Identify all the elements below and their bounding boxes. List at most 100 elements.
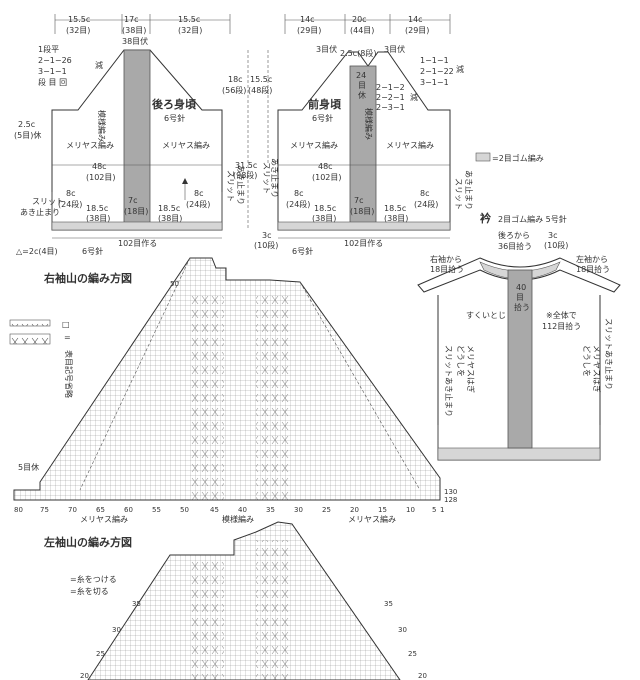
front-width: 48c <box>318 162 333 171</box>
left-sleeve-cut: =糸を切る <box>70 586 109 596</box>
back-slit-right2: あき止まり <box>236 165 246 205</box>
front-measure-1b: (29目) <box>297 26 321 35</box>
left-sleeve-row-r35: 35 <box>384 600 393 608</box>
front-neck-3: 2−3−1 <box>376 103 405 112</box>
back-left-8c: 8c <box>66 189 76 198</box>
back-needle: 6号針 <box>164 113 185 123</box>
right-sleeve-col-65: 65 <box>96 506 105 514</box>
right-sleeve-title: 右袖山の編み方図 <box>43 271 132 285</box>
mid-h18b: (56段) <box>222 85 246 95</box>
back-slit-left2: あき止まり <box>20 207 60 217</box>
front-meriyasu-left: メリヤス編み <box>290 140 338 150</box>
right-sleeve-meriyasu-right: メリヤス編み <box>348 514 396 524</box>
right-sleeve-col-40: 40 <box>238 506 247 514</box>
front-b185b: 18.5c <box>384 204 406 213</box>
back-slit-left: スリット <box>32 197 64 206</box>
collar-back-from: 後ろから <box>498 230 530 240</box>
left-sleeve-row-l20: 20 <box>80 672 89 680</box>
mid-h315: 31.5c <box>235 161 257 170</box>
mid-h18: 18c <box>228 75 243 84</box>
right-sleeve-chart: 右袖山の編み方図 5目休 50 130 128 80 75 70 65 60 5… <box>13 257 457 524</box>
left-sleeve-row-l25: 25 <box>96 650 105 658</box>
back-pattern-strip <box>123 49 151 225</box>
right-sleeve-col-20: 20 <box>350 506 359 514</box>
collar-right-sleeve: 右袖から <box>430 254 462 264</box>
front-b7c: 7c <box>354 196 364 205</box>
front-neck-1: 2−1−2 <box>376 83 405 92</box>
front-right-24: (24段) <box>414 199 438 209</box>
rib-legend-label: =2目ゴム編み <box>492 153 544 163</box>
symbol-blank: □ <box>62 320 70 329</box>
front-measure-2: 20c <box>352 15 367 24</box>
front-stop3a: 3目伏 <box>316 44 337 54</box>
front-b38b: (38目) <box>384 214 408 223</box>
right-sleeve-col-35: 35 <box>266 506 275 514</box>
right-sleeve-col-70: 70 <box>68 506 77 514</box>
left-sleeve-chart: 左袖山の編み方図 =糸をつける =糸を切る 35 30 25 20 35 30 … <box>43 521 427 680</box>
collar-front40c: 拾う <box>514 302 530 312</box>
right-sleeve-col-75: 75 <box>40 506 49 514</box>
mid-h155b: (48段) <box>248 85 272 95</box>
collar-total: ※全体で <box>546 310 577 320</box>
collar-total2: 112目拾う <box>542 321 581 331</box>
collar-depth2: (10段) <box>544 240 568 250</box>
front-sleeve-2: 2−1−22 <box>420 67 454 76</box>
back-title: 後ろ身頃 <box>152 97 197 111</box>
back-measure-2: 17c <box>124 15 139 24</box>
right-sleeve-col-80: 80 <box>14 506 23 514</box>
back-dec-2: 2−1−26 <box>38 56 72 65</box>
front-width2: (102目) <box>312 173 342 182</box>
front-measure-3: 14c <box>408 15 423 24</box>
back-measure-1: 15.5c <box>68 15 90 24</box>
back-cast-on: 102目作る <box>118 238 157 248</box>
back-slit-right: スリット <box>226 170 235 202</box>
back-measure-1b: (32目) <box>66 26 90 35</box>
collar-left-sleeve2: 18目拾う <box>576 264 610 274</box>
collar-douse-r: どうしを <box>582 345 591 377</box>
front-slit-right: スリット <box>454 178 463 210</box>
front-rib <box>277 221 451 231</box>
collar-left-sleeve: 左袖から <box>576 254 608 264</box>
back-b38b: (38目) <box>158 214 182 223</box>
back-rib <box>51 221 223 231</box>
back-width: 48c <box>92 162 107 171</box>
back-measure-2b: (38目) <box>122 26 146 35</box>
left-sleeve-attach: =糸をつける <box>70 574 117 584</box>
right-sleeve-col-15: 15 <box>378 506 387 514</box>
mid-h155: 15.5c <box>250 75 272 84</box>
front-right-8c: 8c <box>420 189 430 198</box>
back-dec-1: 1段平 <box>38 44 59 54</box>
back-armhole2: (5目)休 <box>14 130 41 140</box>
right-sleeve-col-25: 25 <box>322 506 331 514</box>
back-body: 38目伏 1段平 2−1−26 3−1−1 段 目 回 減 2.5c (5目)休… <box>14 36 246 256</box>
collar-right-sleeve2: 18目拾う <box>430 264 464 274</box>
left-sleeve-row-l30: 30 <box>112 626 121 634</box>
collar-depth: 3c <box>548 231 558 240</box>
back-b38a: (38目) <box>86 214 110 223</box>
front-center24b: 目 <box>358 81 366 90</box>
front-b38a: (38目) <box>312 214 336 223</box>
symbol-legend: □ = 表目記号省略 <box>9 319 74 398</box>
front-left-8c: 8c <box>294 189 304 198</box>
collar-sukui: すくいとじ <box>466 311 506 320</box>
front-stop3b: 3目伏 <box>384 44 405 54</box>
back-right-24: (24段) <box>186 199 210 209</box>
collar-slit-r: スリットあき止まり <box>604 318 614 390</box>
right-sleeve-rest5: 5目休 <box>18 462 39 472</box>
collar-douse-r2: メリヤスはぎ <box>592 345 602 393</box>
right-sleeve-col-5: 5 <box>432 506 436 514</box>
back-b18: (18目) <box>124 207 148 216</box>
back-rib-dec: △=2c(4目) <box>16 247 58 256</box>
back-stop38: 38目伏 <box>122 36 148 46</box>
front-title: 前身頃 <box>308 97 342 111</box>
right-sleeve-row-top: 50 <box>170 280 179 288</box>
front-measure-2b: (44目) <box>350 26 374 35</box>
back-meriyasu-left: メリヤス編み <box>66 140 114 150</box>
back-needle-bottom: 6号針 <box>82 246 103 256</box>
front-meriyasu-right: メリヤス編み <box>386 140 434 150</box>
left-sleeve-row-r20: 20 <box>418 672 427 680</box>
collar-slit-l: スリットあき止まり <box>444 345 454 417</box>
left-sleeve-row-r25: 25 <box>408 650 417 658</box>
front-neck-2: 2−2−1 <box>376 93 405 102</box>
